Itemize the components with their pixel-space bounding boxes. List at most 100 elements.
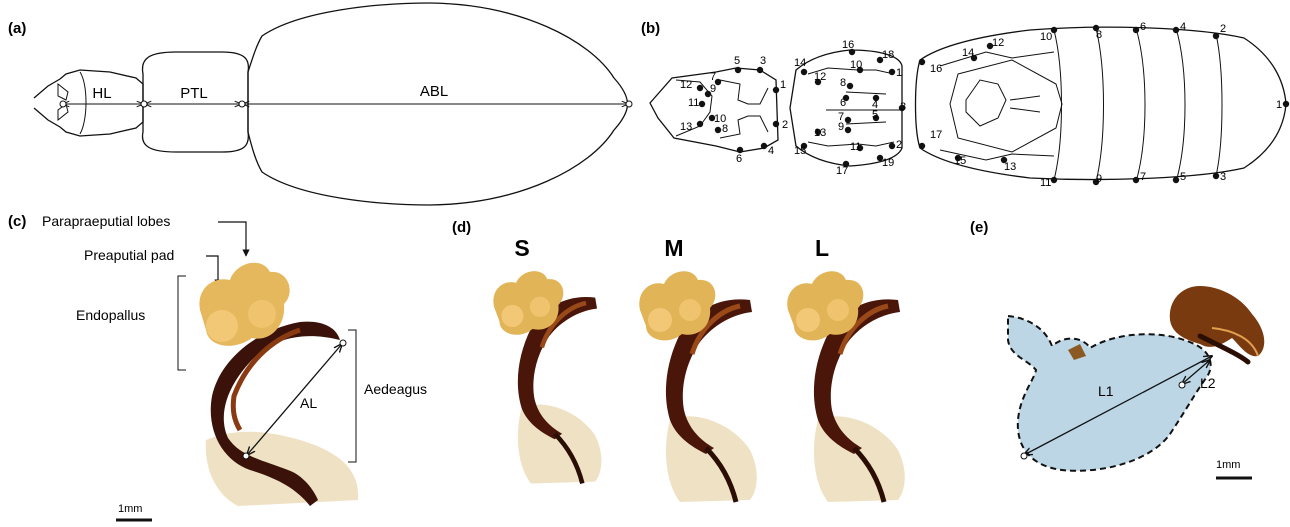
panel-c: (c) Parapraeputial lobes Preaputial pad … — [8, 213, 427, 520]
landmark-number: 6 — [1140, 21, 1146, 33]
abdomen-segments — [1054, 28, 1222, 182]
specimen-m — [639, 271, 756, 502]
landmark-dot — [761, 143, 767, 149]
pronotum-outline — [142, 52, 248, 152]
parapraeputial-label: Parapraeputial lobes — [42, 213, 170, 229]
abdomen-plates — [940, 52, 1054, 160]
landmark-number: 14 — [962, 47, 974, 59]
landmark-dot — [845, 127, 851, 133]
landmark-number: 1 — [896, 67, 902, 79]
head-landmark-diagram: 12345678910111213 — [650, 55, 788, 165]
l1-label: L1 — [1098, 383, 1114, 399]
endopallus-bracket — [178, 276, 186, 370]
landmark-dot — [801, 69, 807, 75]
panel-e-label: (e) — [970, 219, 988, 236]
landmark-number: 9 — [1096, 173, 1102, 185]
landmark-dot — [757, 67, 763, 73]
landmark-number: 12 — [992, 37, 1004, 49]
landmark-number: 7 — [1140, 171, 1146, 183]
l2-endpoint — [1179, 382, 1185, 388]
landmark-number: 9 — [710, 83, 716, 95]
l1-endpoint — [1021, 453, 1027, 459]
specimen-part — [679, 299, 701, 321]
endophallus-lobe — [248, 300, 276, 328]
scale-label-c: 1mm — [118, 503, 142, 515]
landmark-dot — [1173, 27, 1179, 33]
landmark-point — [239, 101, 245, 107]
panel-b-label: (b) — [641, 20, 660, 37]
landmark-number: 19 — [882, 157, 894, 169]
landmark-dot — [1173, 177, 1179, 183]
landmark-dot — [919, 143, 925, 149]
landmark-number: 15 — [794, 145, 806, 157]
landmark-dot — [1051, 177, 1057, 183]
landmark-number: 3 — [1220, 171, 1226, 183]
landmark-dot — [735, 67, 741, 73]
abl-label: ABL — [420, 83, 448, 100]
landmark-number: 5 — [1180, 171, 1186, 183]
endophallus-lobe — [206, 310, 238, 342]
size-label-s: S — [514, 235, 529, 261]
ptl-label: PTL — [180, 85, 208, 102]
landmark-number: 2 — [1220, 23, 1226, 35]
landmark-point — [141, 101, 147, 107]
landmark-number: 14 — [794, 57, 806, 69]
landmark-dot — [889, 69, 895, 75]
landmark-dot — [773, 121, 779, 127]
specimen-part — [648, 308, 672, 332]
specimen-s — [493, 271, 601, 483]
landmark-dot — [845, 117, 851, 123]
head-landmarks: 12345678910111213 — [680, 55, 788, 165]
coxae — [966, 80, 1040, 126]
size-label-m: M — [664, 235, 683, 261]
landmark-number: 12 — [680, 79, 692, 91]
landmark-number: 13 — [1004, 161, 1016, 173]
landmark-number: 10 — [1040, 31, 1052, 43]
eye-line — [80, 72, 86, 134]
landmark-number: 3 — [760, 55, 766, 67]
landmark-dot — [697, 121, 703, 127]
landmark-dot — [699, 101, 705, 107]
landmark-dot — [919, 59, 925, 65]
panel-c-label: (c) — [8, 213, 26, 230]
specimen-part — [530, 297, 550, 317]
landmark-number: 11 — [1040, 177, 1051, 189]
landmark-number: 13 — [680, 121, 692, 133]
landmark-number: 5 — [734, 55, 740, 67]
landmark-number: 11 — [688, 97, 699, 109]
landmark-number: 8 — [1096, 29, 1102, 41]
landmark-number: 7 — [710, 71, 716, 83]
landmark-number: 4 — [768, 145, 774, 157]
panel-a: (a) HL PTL ABL — [8, 3, 632, 205]
endopallus-label: Endopallus — [76, 307, 145, 323]
scale-label-e: 1mm — [1216, 459, 1240, 471]
landmark-dot — [1133, 27, 1139, 33]
landmark-number: 16 — [930, 63, 942, 75]
landmark-dot — [773, 87, 779, 93]
landmark-dot — [889, 143, 895, 149]
landmark-dot — [715, 127, 721, 133]
landmark-number: 1 — [780, 79, 786, 91]
specimen-part — [796, 308, 820, 332]
landmark-number: 6 — [840, 97, 846, 109]
panel-d-label: (d) — [452, 219, 471, 236]
size-label-l: L — [815, 235, 829, 261]
landmark-dot — [1213, 33, 1219, 39]
panel-a-label: (a) — [8, 20, 26, 37]
preaputial-label: Preaputial pad — [84, 247, 174, 263]
parapraeputial-arrow — [218, 222, 246, 256]
landmark-number: 12 — [814, 71, 826, 83]
landmark-dot — [1283, 101, 1289, 107]
aedeagus-label: Aedeagus — [364, 381, 427, 397]
al-endpoint — [340, 340, 346, 346]
landmark-number: 15 — [954, 155, 966, 167]
metasternum — [950, 60, 1062, 152]
landmark-number: 5 — [872, 109, 878, 121]
landmark-number: 2 — [896, 139, 902, 151]
landmark-number: 10 — [714, 113, 726, 125]
head-outline — [34, 70, 143, 136]
al-arrow — [247, 344, 342, 455]
